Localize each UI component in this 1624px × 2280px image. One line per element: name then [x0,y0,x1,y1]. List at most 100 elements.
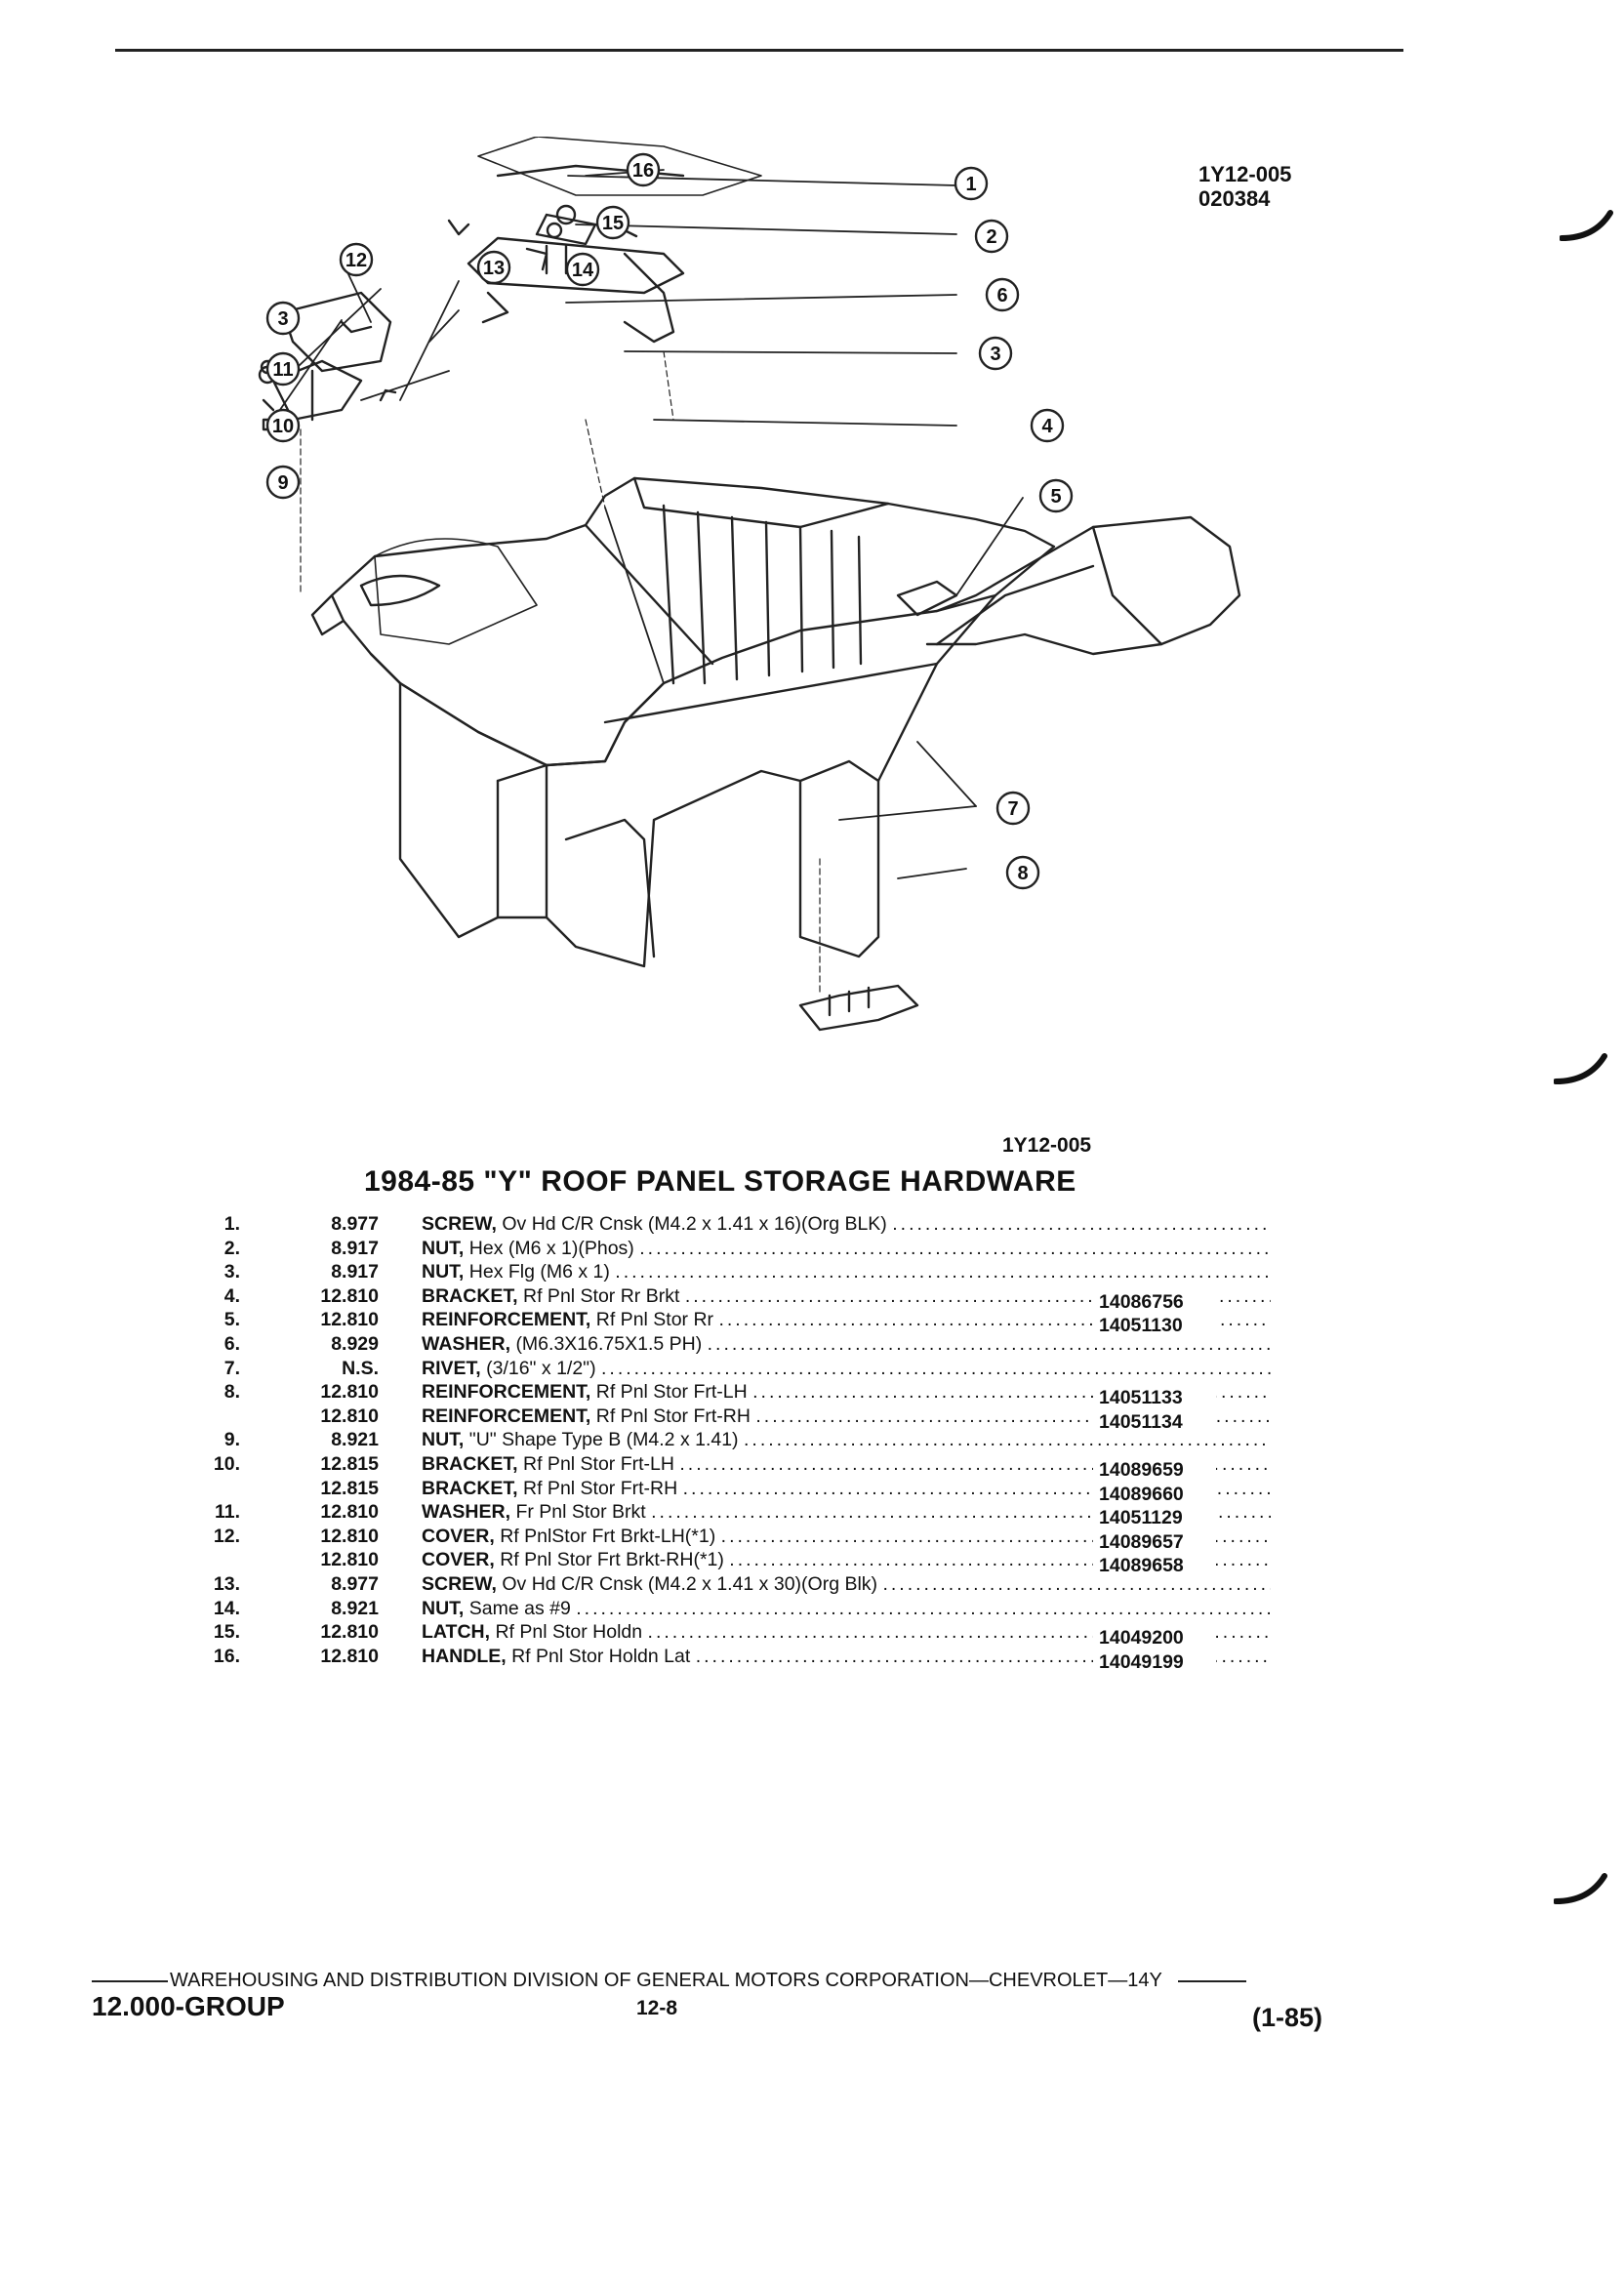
figure-caption: 1Y12-005 [1002,1134,1092,1157]
callout-10-label: 10 [272,416,294,437]
item-number: 15. [213,1621,240,1644]
exploded-view-diagram: 16 1 15 2 12 13 14 6 3 3 11 10 4 9 5 7 8 [258,137,1241,1032]
item-number: 2. [223,1237,240,1259]
part-detail: Rf Pnl Stor Rr [595,1309,714,1331]
group-number: 8.977 [331,1213,379,1235]
part-number: 14051129 [1093,1506,1216,1530]
callout-13-label: 13 [483,258,505,279]
callout-16-label: 16 [632,160,654,182]
item-number: 14. [213,1597,240,1619]
footer-group: 12.000-GROUP [92,1991,285,2021]
item-number: 4. [223,1284,240,1307]
part-name: SCREW, [422,1572,497,1595]
part-detail: Hex Flg (M6 x 1) [468,1261,610,1283]
group-number: 12.810 [320,1549,379,1571]
group-number: 12.810 [320,1381,379,1404]
part-name: BRACKET, [422,1477,518,1499]
callout-5-label: 5 [1050,486,1061,508]
part-detail: Rf Pnl Stor Rr Brkt [523,1284,680,1307]
leader-dots: ........................................… [892,1213,1271,1235]
part-description: REINFORCEMENT, Rf Pnl Stor Rr ..........… [422,1308,1271,1332]
callout-5: 5 [1038,478,1074,513]
part-name: NUT, [422,1429,465,1451]
page-number: 12-8 [636,1997,678,2019]
item-number: 10. [213,1452,240,1475]
part-name: NUT, [422,1261,465,1283]
callout-10: 10 [265,408,301,443]
callout-8-label: 8 [1017,863,1028,884]
part-number: 14089658 [1093,1554,1216,1578]
figure-date: 020384 [1198,186,1271,211]
part-detail: Hex (M6 x 1)(Phos) [468,1237,634,1259]
callout-4: 4 [1030,408,1065,443]
callout-3a: 3 [265,301,301,336]
leader-dots: ........................................… [601,1357,1271,1379]
part-detail: Rf Pnl Stor Frt-LH [523,1452,674,1475]
group-number: 12.810 [320,1405,379,1427]
callout-15: 15 [595,205,630,240]
leader-dots: ........................................… [576,1597,1271,1619]
parts-row: 14. 8.921 NUT, Same as #9 ................… [195,1597,1271,1621]
callout-3b-label: 3 [990,344,1000,365]
part-name: HANDLE, [422,1645,507,1667]
group-number: 8.917 [331,1237,379,1259]
callout-11-label: 11 [272,359,293,381]
callout-14-label: 14 [572,260,594,281]
leader-dots: ........................................… [615,1261,1271,1283]
part-detail: Rf Pnl Stor Frt-RH [595,1405,751,1427]
part-description: NUT, Hex (M6 x 1)(Phos) ................… [422,1237,1271,1261]
part-detail: Rf Pnl Stor Frt-LH [595,1381,748,1404]
part-number: 14089659 [1093,1457,1216,1483]
callout-8: 8 [1005,855,1040,890]
callout-9: 9 [265,465,301,500]
callout-11: 11 [265,351,301,387]
part-name: REINFORCEMENT, [422,1381,591,1404]
callout-2: 2 [974,219,1009,254]
item-number: 13. [213,1572,240,1595]
item-number: 16. [213,1645,240,1667]
item-number: 6. [223,1332,240,1355]
callout-16: 16 [626,152,661,187]
part-name: WASHER, [422,1501,511,1524]
item-number: 8. [223,1381,240,1404]
part-name: REINFORCEMENT, [422,1309,591,1331]
revision-date: (1-85) [1252,2003,1323,2032]
group-number: 8.921 [331,1597,379,1619]
part-description: NUT, Hex Flg (M6 x 1) ..................… [422,1260,1271,1284]
figure-code: 1Y12-005 [1198,162,1292,186]
parts-row: 8. 12.810 REINFORCEMENT, Rf Pnl Stor Frt-L… [195,1380,1271,1410]
item-number: 3. [223,1261,240,1283]
part-description: SCREW, Ov Hd C/R Cnsk (M4.2 x 1.41 x 16)… [422,1212,1271,1237]
part-number: 14049200 [1093,1626,1216,1650]
callout-4-label: 4 [1041,416,1053,437]
part-detail: (M6.3X16.75X1.5 PH) [515,1332,703,1355]
section-title: 1984-85 "Y" ROOF PANEL STORAGE HARDWARE [364,1165,1076,1198]
callout-leaders [272,169,1024,879]
binder-mark-icon [1560,210,1613,241]
leader-dots: ........................................… [743,1429,1271,1451]
part-number: 14051134 [1093,1409,1216,1435]
binder-mark-icon [1554,1873,1607,1904]
part-name: NUT, [422,1237,465,1259]
part-number: 14089657 [1093,1529,1216,1555]
group-number: 12.810 [320,1309,379,1331]
callout-6-label: 6 [996,285,1007,306]
item-number: 5. [223,1309,240,1331]
part-name: LATCH, [422,1621,491,1644]
item-number: 9. [223,1429,240,1451]
callout-15-label: 15 [602,213,624,234]
part-name: REINFORCEMENT, [422,1405,591,1427]
part-name: BRACKET, [422,1452,518,1475]
part-description: NUT, Same as #9 ........................… [422,1597,1271,1621]
group-number: 12.815 [320,1477,379,1499]
